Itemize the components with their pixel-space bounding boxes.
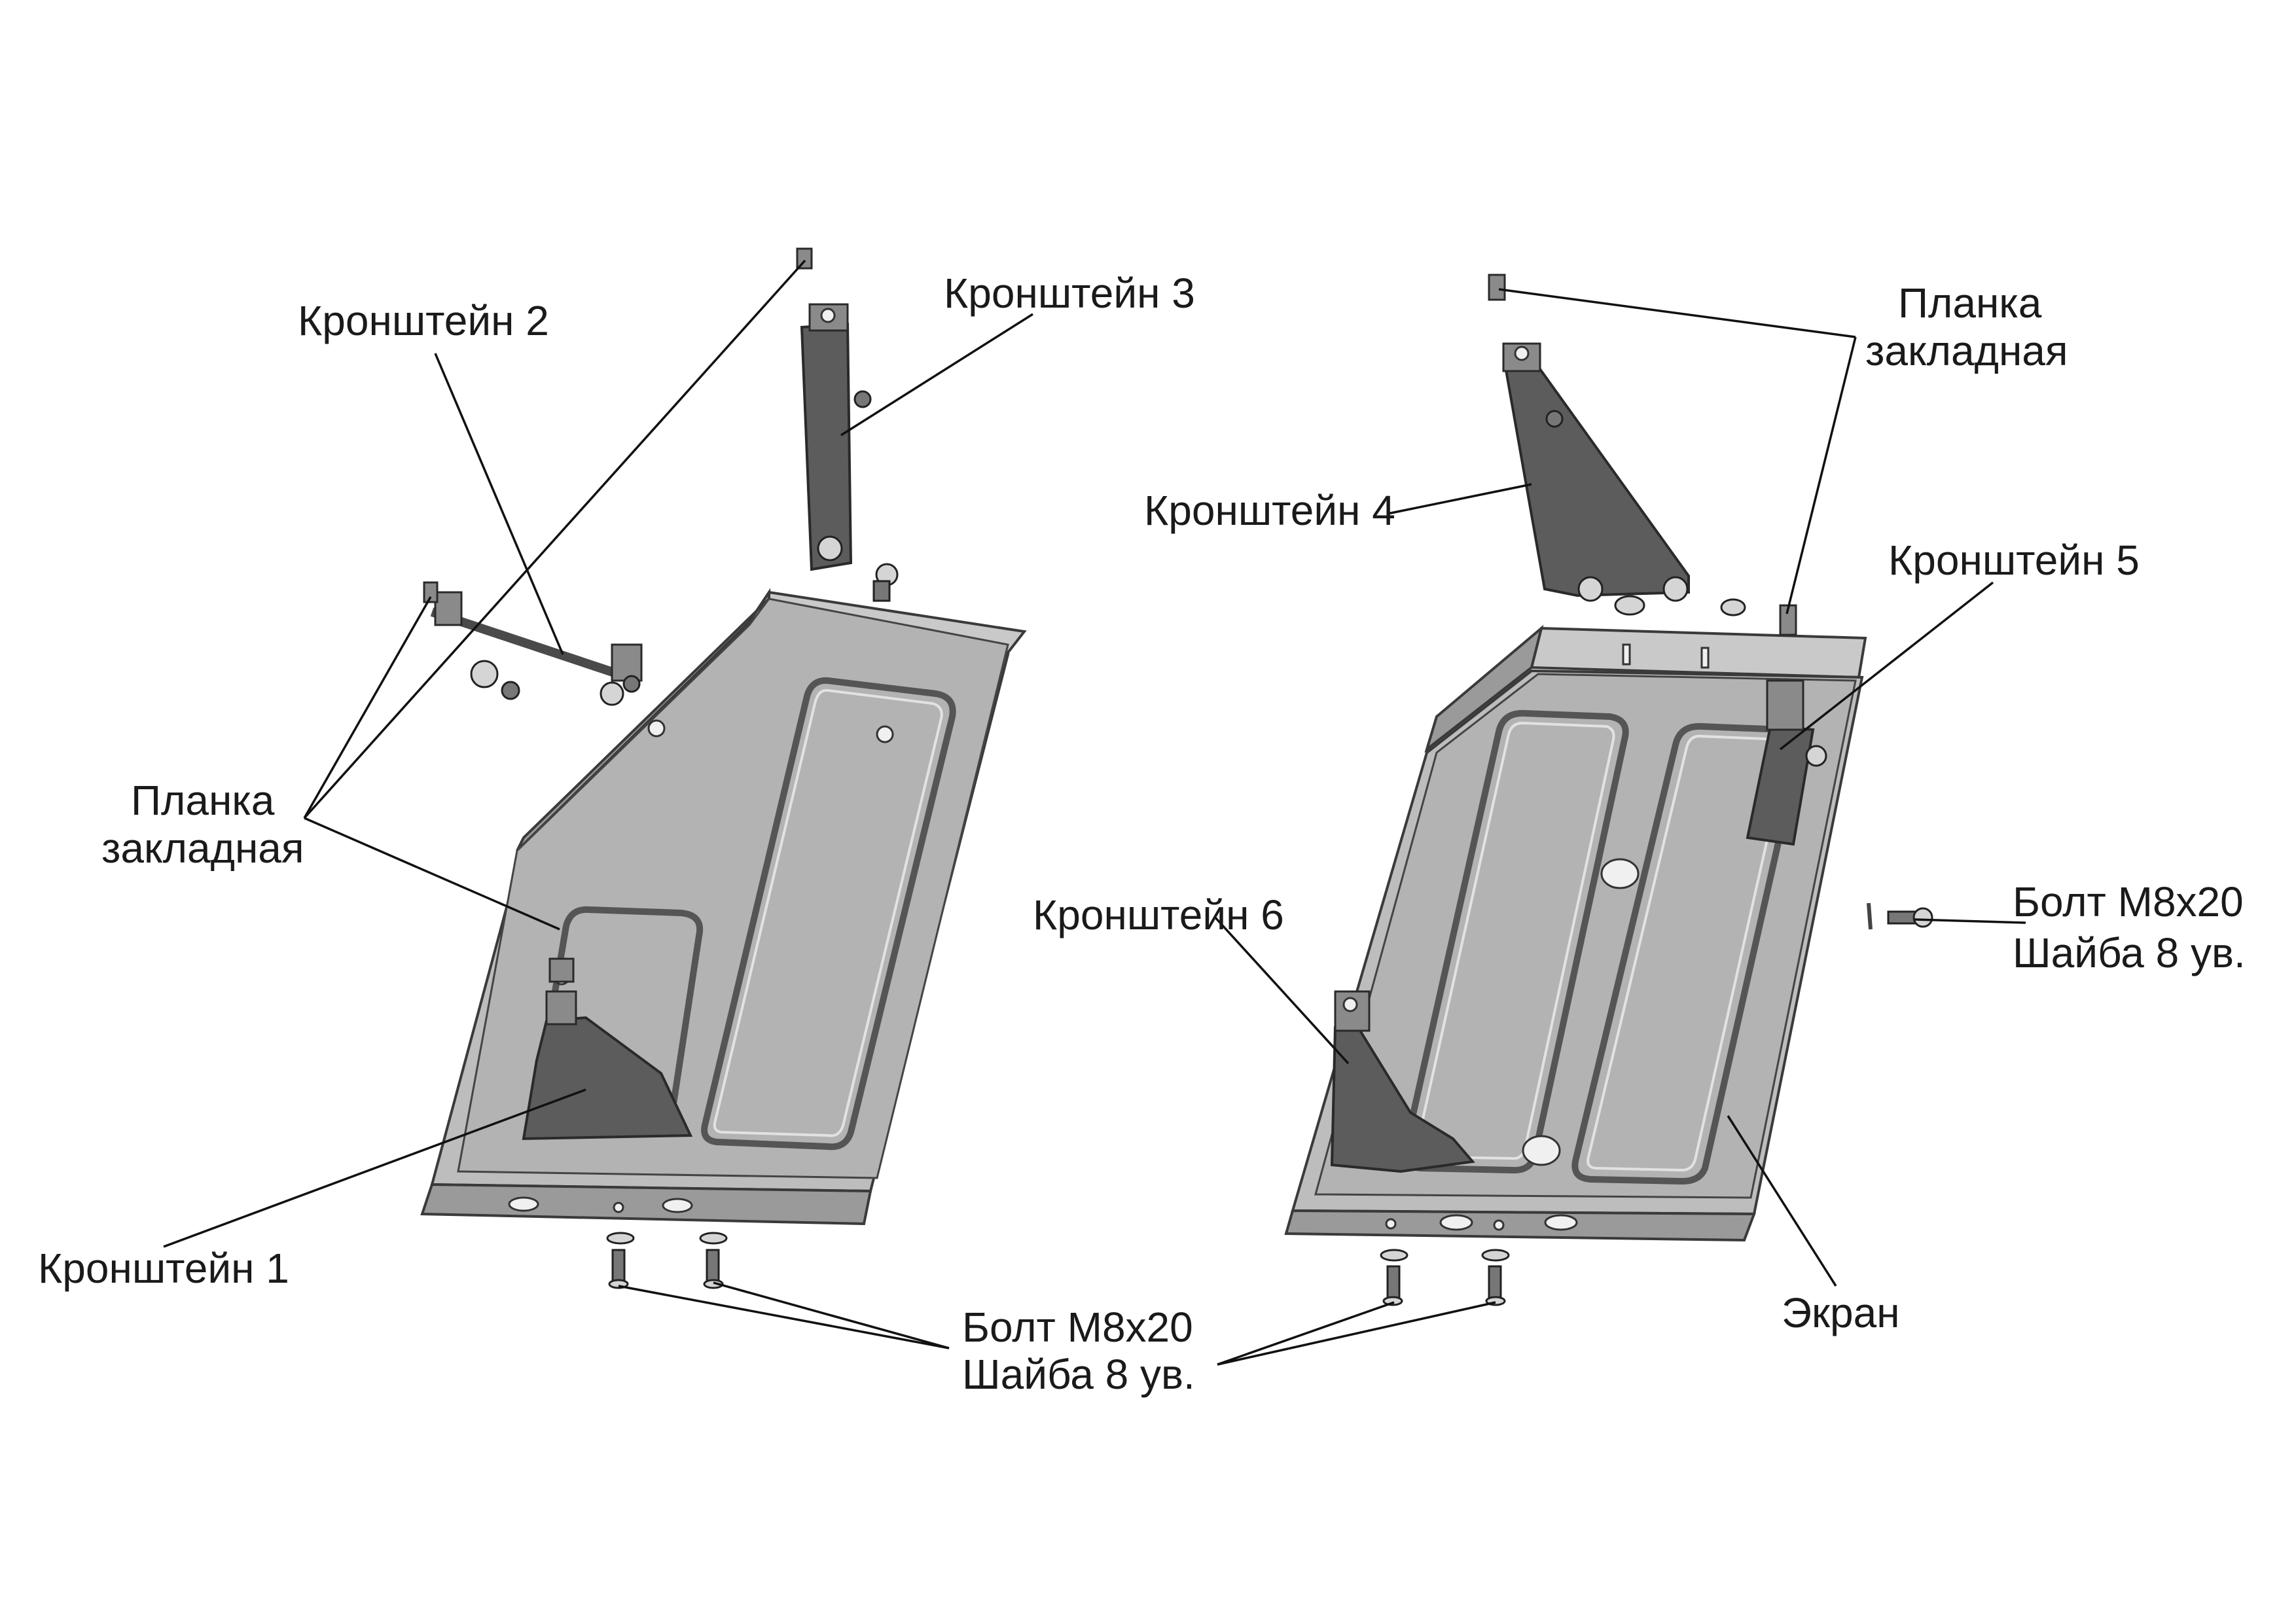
embed-plates-left <box>423 247 813 603</box>
label-bracket-3: Кронштейн 3 <box>944 270 1195 317</box>
left-assembly <box>420 247 1027 1289</box>
labels: Кронштейн 2 Кронштейн 3 Планка закладная… <box>38 270 2246 1398</box>
label-bolt-left-line1: Болт М8х20 <box>962 1304 1193 1351</box>
label-washer-left-line2: Шайба 8 ув. <box>962 1351 1195 1398</box>
bracket-4-part <box>1488 274 1746 616</box>
bracket-3-part <box>800 303 899 602</box>
label-embed-plate-left-line2: закладная <box>101 825 304 872</box>
label-bracket-5: Кронштейн 5 <box>1888 537 2140 584</box>
right-bottom-bolts <box>1380 1249 1510 1306</box>
left-bottom-bolts <box>606 1232 728 1289</box>
label-bracket-4: Кронштейн 4 <box>1144 487 1395 534</box>
right-skid-plate <box>1284 624 1867 1242</box>
label-bolt-right-side-line1: Болт М8х20 <box>2013 878 2244 925</box>
right-side-bolt <box>1867 902 1933 930</box>
label-bracket-6: Кронштейн 6 <box>1033 891 1284 938</box>
bracket-5-part <box>1746 604 1827 846</box>
label-washer-right-side-line2: Шайба 8 ув. <box>2013 929 2246 976</box>
bracket-2-part <box>430 591 643 706</box>
label-bracket-2: Кронштейн 2 <box>298 297 549 344</box>
label-embed-plate-left-line1: Планка <box>131 777 275 824</box>
bracket-6-part <box>1330 990 1475 1173</box>
right-assembly <box>1284 274 1933 1306</box>
leader-lines <box>163 259 2026 1366</box>
bracket-1-part <box>522 957 693 1141</box>
label-embed-plate-right-line1: Планка <box>1898 279 2042 327</box>
label-screen: Экран <box>1782 1289 1900 1336</box>
label-bracket-1: Кронштейн 1 <box>38 1245 289 1292</box>
label-embed-plate-right-line2: закладная <box>1865 327 2068 374</box>
